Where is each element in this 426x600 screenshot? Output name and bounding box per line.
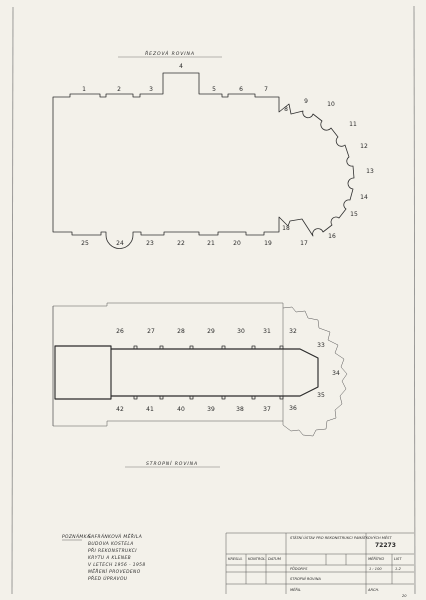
sheet-border-right (413, 5, 416, 595)
upper-plan-outline (52, 72, 355, 249)
notes-line-6: MĚŘENÍ PROVEDENO (88, 567, 141, 575)
upper-label-3: 3 (149, 86, 153, 93)
notes-line-1: ŠAFRÁNKOVÁ MĚŘILA (88, 532, 142, 540)
title-block-date: DATUM (268, 557, 281, 561)
upper-label-12: 12 (360, 143, 368, 150)
title-block-scale: 1 : 100 (369, 567, 382, 571)
title-block-architect: ARCH. (367, 588, 379, 592)
upper-label-6: 6 (239, 86, 243, 93)
notes-line-4: KRYTU A KLENEB (88, 555, 131, 561)
lower-label-39: 39 (207, 406, 215, 413)
lower-label-42: 42 (116, 406, 124, 413)
page-mark: 20 (402, 594, 407, 598)
upper-label-5: 5 (212, 86, 216, 93)
lower-label-31: 31 (263, 328, 271, 335)
upper-label-15: 15 (350, 211, 358, 218)
lower-label-29: 29 (207, 328, 215, 335)
lower-label-34: 34 (332, 370, 340, 377)
drawing-number: 72273 (375, 542, 396, 549)
lower-label-26: 26 (116, 328, 124, 335)
lower-label-32: 32 (289, 328, 297, 335)
upper-label-17: 17 (300, 240, 308, 247)
lower-label-36: 36 (289, 405, 297, 412)
title-block-surveyed: MĚŘIL (290, 587, 301, 592)
notes-line-7: PŘED ÚPRAVOU (88, 574, 128, 582)
title-block-sheet: 1-2 (395, 567, 402, 571)
lower-plan-title: STROPNÍ ROVINA (146, 460, 198, 467)
upper-label-10: 10 (327, 101, 335, 108)
lower-label-40: 40 (177, 406, 185, 413)
lower-label-30: 30 (237, 328, 245, 335)
title-block: STÁTNÍ ÚSTAV PRO REKONSTRUKCI PAMÁTKOVÝC… (225, 532, 414, 594)
lower-plan-outer-outline (52, 302, 348, 437)
lower-label-37: 37 (263, 406, 271, 413)
lower-label-35: 35 (317, 392, 325, 399)
notes-line-2: BUDOVA KOSTELA (88, 541, 134, 547)
upper-label-9: 9 (304, 98, 308, 105)
lower-label-27: 27 (147, 328, 155, 335)
notes-line-5: V LETECH 1956 - 1958 (88, 562, 146, 568)
upper-label-21: 21 (207, 240, 215, 247)
upper-label-13: 13 (366, 168, 374, 175)
upper-label-1: 1 (82, 86, 86, 93)
title-block-checked: KONTROL. (248, 557, 266, 561)
lower-label-28: 28 (177, 328, 185, 335)
upper-plan-title: ŘEZOVÁ ROVINA (145, 49, 195, 57)
title-block-drawing-type: PŮDORYS (290, 566, 308, 571)
upper-label-14: 14 (360, 194, 368, 201)
upper-label-22: 22 (177, 240, 185, 247)
upper-label-2: 2 (117, 86, 121, 93)
upper-label-16: 16 (328, 233, 336, 240)
title-block-institution: STÁTNÍ ÚSTAV PRO REKONSTRUKCI PAMÁTKOVÝC… (290, 535, 392, 540)
lower-label-41: 41 (146, 406, 154, 413)
lower-label-33: 33 (317, 342, 325, 349)
notes-prefix: POZNÁMKA: (62, 533, 92, 540)
upper-label-19: 19 (264, 240, 272, 247)
upper-label-25: 25 (81, 240, 89, 247)
notes-line-3: PŘI REKONSTRUKCI (88, 546, 137, 554)
title-block-plane: STROPNÍ ROVINA (290, 576, 321, 581)
upper-label-4: 4 (179, 63, 183, 70)
upper-label-11: 11 (349, 121, 357, 128)
title-block-sheet-label: LIST (394, 557, 402, 561)
upper-label-7: 7 (264, 86, 268, 93)
upper-label-24: 24 (116, 240, 124, 247)
upper-label-23: 23 (146, 240, 154, 247)
title-block-scale-label: MĚŘÍTKO (368, 556, 384, 561)
upper-label-20: 20 (233, 240, 241, 247)
upper-label-18: 18 (282, 225, 290, 232)
lower-plan-hall (54, 345, 319, 400)
title-block-drawn-by: KRESLIL (228, 557, 242, 561)
lower-label-38: 38 (236, 406, 244, 413)
upper-label-8: 8 (284, 106, 288, 113)
sheet-border-left (11, 6, 14, 595)
